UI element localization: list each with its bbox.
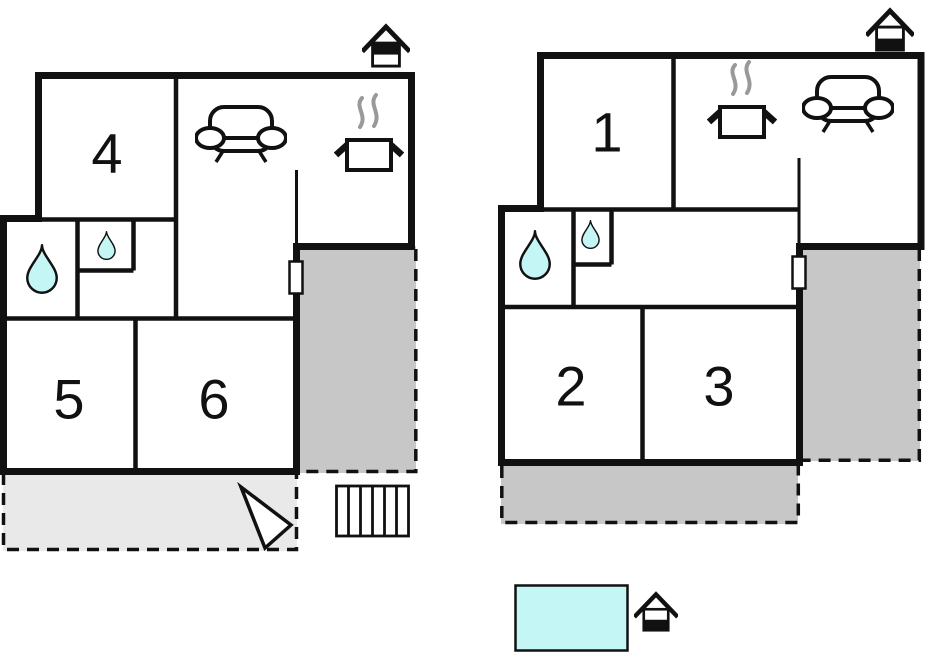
outer-walls	[498, 52, 925, 466]
outer-walls	[0, 72, 415, 475]
interior-walls	[3, 75, 297, 468]
direction-arrow-icon	[237, 481, 294, 551]
house-icon-bottom-half-filled	[636, 594, 676, 630]
floor-plan-right: 1 2 3	[498, 11, 925, 525]
room-label: 3	[703, 355, 734, 418]
door-marker	[288, 260, 304, 295]
porch-dashed-border	[1, 473, 299, 552]
room-label: 1	[591, 101, 622, 164]
door-marker	[791, 255, 807, 290]
patio-area	[501, 466, 798, 524]
room-label: 4	[91, 122, 122, 185]
house-icon-bottom-half-filled	[868, 11, 912, 50]
porch-area	[3, 473, 297, 551]
house-icon-top-half-filled	[364, 27, 408, 66]
legend	[514, 584, 677, 652]
room-label: 5	[53, 368, 84, 431]
legend-swatch	[514, 584, 629, 652]
terrace-area	[297, 246, 416, 473]
terrace-dashed-border	[298, 249, 418, 474]
interior-walls	[501, 55, 798, 459]
stairs-icon	[335, 484, 410, 538]
patio-dashed-border	[500, 466, 801, 525]
terrace-dashed-border	[801, 249, 922, 463]
room-label: 6	[198, 368, 229, 431]
room-label: 2	[555, 355, 586, 418]
terrace-area	[800, 246, 920, 461]
floor-plan-left: 4 5 6	[0, 27, 418, 552]
